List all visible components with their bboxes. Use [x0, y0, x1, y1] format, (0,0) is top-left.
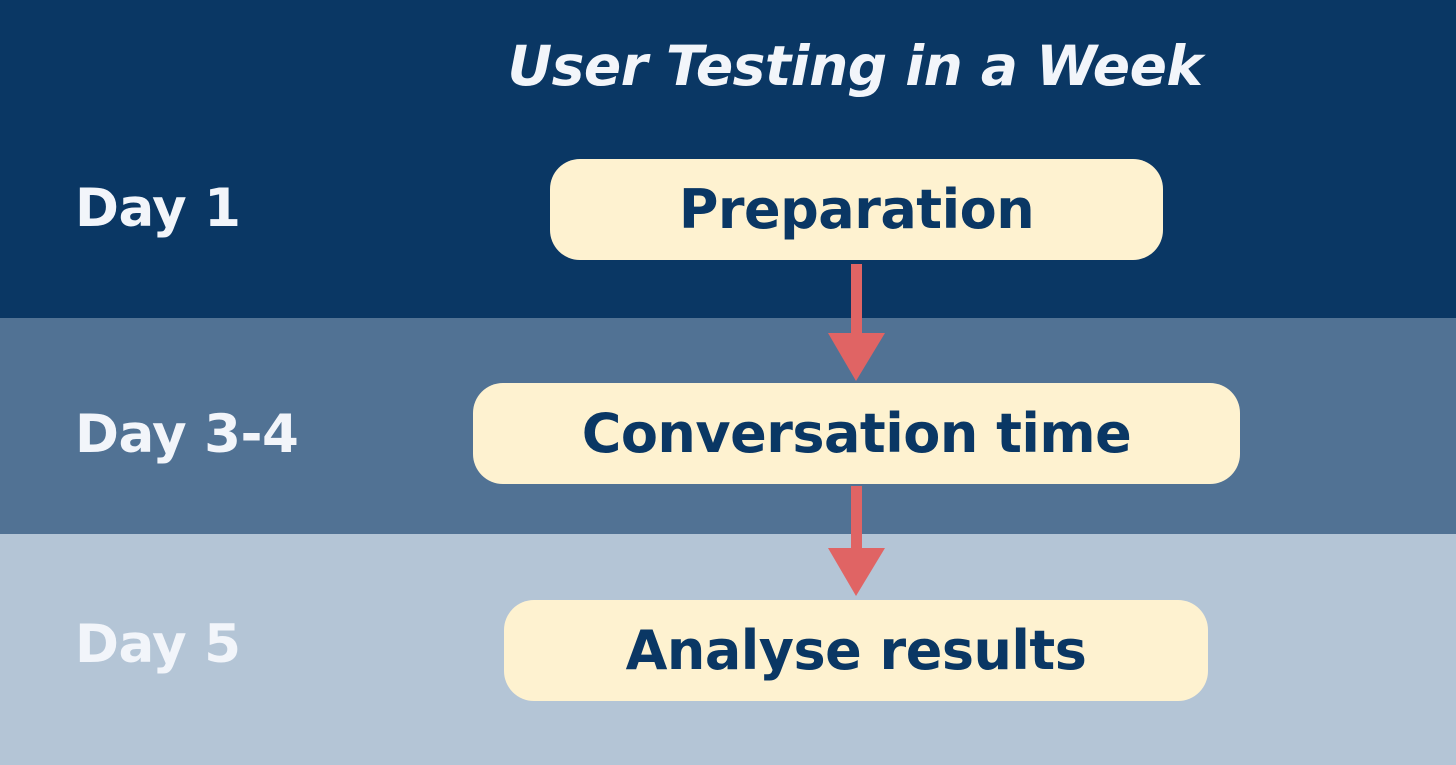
step-analyse-results: Analyse results	[504, 600, 1208, 701]
day-label-3-4: Day 3-4	[75, 404, 299, 465]
day-label-1: Day 1	[75, 178, 241, 239]
diagram-title: User Testing in a Week	[507, 34, 1203, 98]
day-label-5: Day 5	[75, 614, 241, 675]
step-preparation: Preparation	[550, 159, 1163, 260]
step-conversation-time: Conversation time	[473, 383, 1240, 484]
